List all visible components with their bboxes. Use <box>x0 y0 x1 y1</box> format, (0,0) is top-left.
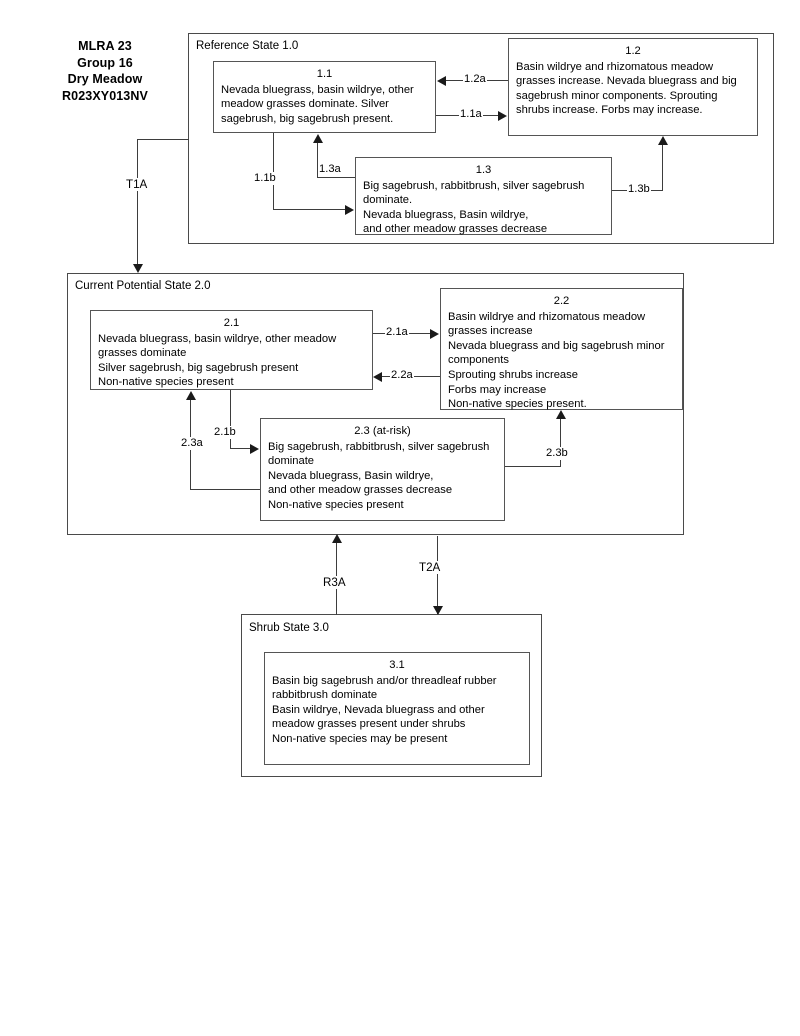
arrowhead-2-3b <box>556 410 566 419</box>
arrowhead-1-3b <box>658 136 668 145</box>
arrowhead-1-1a <box>498 111 507 121</box>
arrowhead-2-1b <box>250 444 259 454</box>
edge-label-2-1a: 2.1a <box>385 326 409 339</box>
phase-number-1-3: 1.3 <box>475 164 492 176</box>
phase-number-1-1: 1.1 <box>316 68 333 80</box>
state-container-shrub <box>241 614 542 777</box>
edge-label-t1a: T1A <box>125 178 149 191</box>
state-container-reference <box>188 33 774 244</box>
phase-number-2-3: 2.3 (at-risk) <box>354 425 411 437</box>
edge-label-2-1b: 2.1b <box>213 426 237 439</box>
edge-label-1-1a: 1.1a <box>459 108 483 121</box>
phase-body-2-3: Big sagebrush, rabbitbrush, silver sageb… <box>268 440 490 511</box>
phase-number-2-2: 2.2 <box>553 295 570 307</box>
connector-2-1b-horizontal <box>230 448 251 450</box>
phase-box-2-2: 2.2 Basin wildrye and rhizomatous meadow… <box>440 288 683 410</box>
edge-label-t2a: T2A <box>418 561 442 574</box>
phase-number-2-1: 2.1 <box>223 317 240 329</box>
connector-1-3b-vertical <box>662 145 664 191</box>
edge-label-2-2a: 2.2a <box>390 369 414 382</box>
edge-label-1-3a: 1.3a <box>318 163 342 176</box>
phase-body-2-1: Nevada bluegrass, basin wildrye, other m… <box>98 332 337 389</box>
arrowhead-r3a <box>332 534 342 543</box>
edge-label-1-3b: 1.3b <box>627 183 651 196</box>
connector-1-1b-vertical <box>273 133 275 210</box>
connector-t2a-vertical <box>437 536 439 614</box>
phase-box-1-3: 1.3 Big sagebrush, rabbitbrush, silver s… <box>355 157 612 235</box>
connector-1-1b-horizontal <box>273 209 346 211</box>
phase-number-3-1: 3.1 <box>389 659 405 671</box>
connector-1-3a-vertical <box>317 143 319 178</box>
connector-1-3a-horizontal <box>317 177 355 179</box>
phase-body-1-2: Basin wildrye and rhizomatous meadow gra… <box>516 60 737 117</box>
phase-box-1-2: 1.2 Basin wildrye and rhizomatous meadow… <box>508 38 758 136</box>
phase-box-3-1: 3.1 Basin big sagebrush and/or threadlea… <box>264 652 530 765</box>
title-ecosite-name: Dry Meadow <box>67 72 143 86</box>
arrowhead-t2a <box>433 606 443 615</box>
phase-body-1-1: Nevada bluegrass, basin wildrye, other m… <box>221 83 414 125</box>
phase-box-2-1: 2.1 Nevada bluegrass, basin wildrye, oth… <box>90 310 373 390</box>
phase-body-2-2: Basin wildrye and rhizomatous meadow gra… <box>448 310 665 411</box>
arrowhead-1-2a <box>437 76 446 86</box>
state-label-current-potential: Current Potential State 2.0 <box>75 280 211 292</box>
connector-t1a-vertical <box>137 139 139 267</box>
connector-2-3a-horizontal <box>190 489 261 491</box>
phase-box-1-1: 1.1 Nevada bluegrass, basin wildrye, oth… <box>213 61 436 133</box>
state-label-shrub: Shrub State 3.0 <box>249 622 329 634</box>
edge-label-2-3a: 2.3a <box>180 437 204 450</box>
phase-body-3-1: Basin big sagebrush and/or threadleaf ru… <box>272 674 497 745</box>
phase-box-2-3: 2.3 (at-risk) Big sagebrush, rabbitbrush… <box>260 418 505 521</box>
phase-body-1-3: Big sagebrush, rabbitbrush, silver sageb… <box>363 179 585 236</box>
title-ecosite-code: R023XY013NV <box>62 88 148 103</box>
edge-label-1-1b: 1.1b <box>253 172 277 185</box>
arrowhead-1-1b <box>345 205 354 215</box>
edge-label-1-2a: 1.2a <box>463 73 487 86</box>
title-mlra: MLRA 23 <box>78 39 132 53</box>
arrowhead-2-1a <box>430 329 439 339</box>
connector-2-1b-vertical <box>230 390 232 449</box>
connector-2-3b-vertical <box>560 419 562 467</box>
arrowhead-2-3a <box>186 391 196 400</box>
state-container-current-potential <box>67 273 684 535</box>
edge-label-2-3b: 2.3b <box>545 447 569 460</box>
connector-t1a-horizontal <box>137 139 189 141</box>
state-label-reference: Reference State 1.0 <box>196 40 299 52</box>
arrowhead-1-3a <box>313 134 323 143</box>
arrowhead-2-2a <box>373 372 382 382</box>
phase-number-1-2: 1.2 <box>625 45 641 57</box>
title-group: Group 16 <box>77 55 133 70</box>
edge-label-r3a: R3A <box>322 576 347 589</box>
arrowhead-t1a <box>133 264 143 273</box>
diagram-title-block: MLRA 23 Group 16 Dry Meadow R023XY013NV <box>30 38 180 104</box>
connector-2-3b-horizontal <box>505 466 561 468</box>
